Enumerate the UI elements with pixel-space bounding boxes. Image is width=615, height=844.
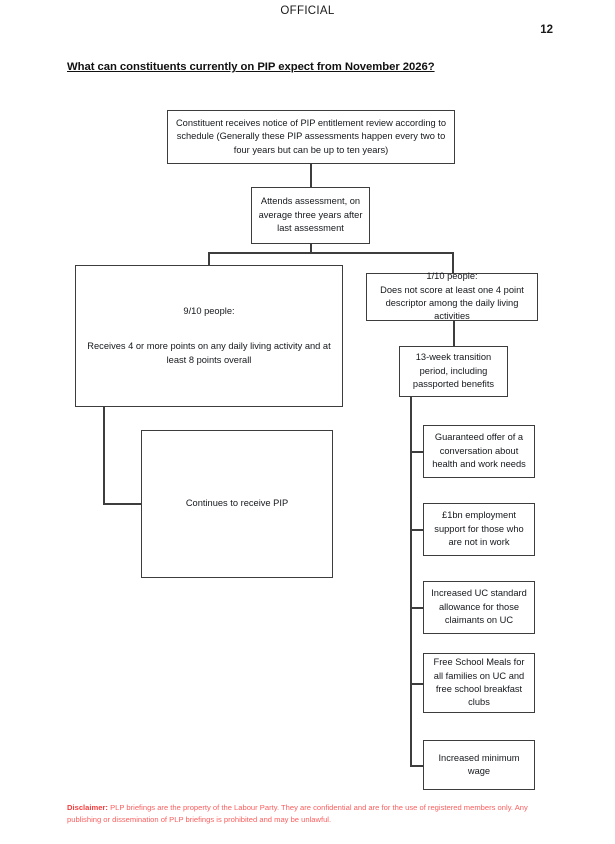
flow-node-continues-to-receive-pip: Continues to receive PIP (141, 430, 333, 578)
connector-notice-to-assessment (310, 164, 312, 188)
connector-split-bar (208, 252, 453, 254)
flow-node-increased-minimum-wage-label: Increased minimum wage (438, 752, 520, 776)
connector-stub-minimum-wage (410, 765, 424, 767)
flow-node-nine-tenths-content: 9/10 people: Receives 4 or more points o… (81, 305, 337, 367)
connector-to-one-tenth (452, 252, 454, 274)
connector-stub-guaranteed-offer (410, 451, 424, 453)
connector-stub-free-school-meals (410, 683, 424, 685)
flow-node-free-school-meals-label: Free School Meals for all families on UC… (433, 657, 525, 708)
flow-node-thirteen-week-transition: 13-week transition period, including pas… (399, 346, 508, 397)
connector-to-nine-tenths (208, 252, 210, 266)
flow-node-guaranteed-conversation-offer-label: Guaranteed offer of a conversation about… (432, 432, 526, 470)
classification-header: OFFICIAL (280, 5, 335, 17)
flow-node-attends-assessment: Attends assessment, on average three yea… (251, 187, 370, 244)
flow-node-thirteen-week-transition-label: 13-week transition period, including pas… (412, 352, 495, 390)
flow-node-nine-tenths-lead: 9/10 people: (183, 305, 235, 316)
flow-node-entitlement-review-notice-label: Constituent receives notice of PIP entit… (175, 117, 447, 155)
flow-node-employment-support-label: £1bn employment support for those who ar… (434, 510, 524, 548)
connector-stub-uc-allowance (410, 607, 424, 609)
flow-node-guaranteed-conversation-offer: Guaranteed offer of a conversation about… (423, 425, 535, 478)
page-title: What can constituents currently on PIP e… (67, 61, 435, 73)
flow-node-increased-uc-allowance: Increased UC standard allowance for thos… (423, 581, 535, 634)
page-number: 12 (540, 24, 553, 36)
flow-node-attends-assessment-label: Attends assessment, on average three yea… (258, 196, 363, 234)
flow-node-entitlement-review-notice: Constituent receives notice of PIP entit… (167, 110, 455, 164)
connector-support-spine (410, 397, 412, 766)
disclaimer-label: Disclaimer: (67, 803, 108, 812)
disclaimer-text: PLP briefings are the property of the La… (67, 803, 528, 824)
flow-node-one-tenth-people: 1/10 people: Does not score at least one… (366, 271, 538, 322)
flow-node-increased-uc-allowance-label: Increased UC standard allowance for thos… (431, 588, 527, 626)
flow-node-employment-support: £1bn employment support for those who ar… (423, 503, 535, 556)
flow-node-nine-tenths-people: 9/10 people: Receives 4 or more points o… (75, 265, 343, 407)
flow-node-free-school-meals: Free School Meals for all families on UC… (423, 653, 535, 713)
flow-node-nine-tenths-body: Receives 4 or more points on any daily l… (87, 341, 331, 365)
flow-node-increased-minimum-wage: Increased minimum wage (423, 740, 535, 790)
connector-assessment-stem (310, 244, 312, 253)
connector-nine-tenths-to-continues (103, 503, 142, 505)
flow-node-continues-to-receive-pip-label: Continues to receive PIP (185, 498, 289, 509)
connector-nine-tenths-down (103, 406, 105, 504)
disclaimer: Disclaimer: PLP briefings are the proper… (67, 802, 553, 826)
flow-node-one-tenth-label: 1/10 people: Does not score at least one… (380, 271, 524, 322)
connector-stub-employment-support (410, 529, 424, 531)
connector-one-tenth-to-thirteen-week (453, 321, 455, 347)
